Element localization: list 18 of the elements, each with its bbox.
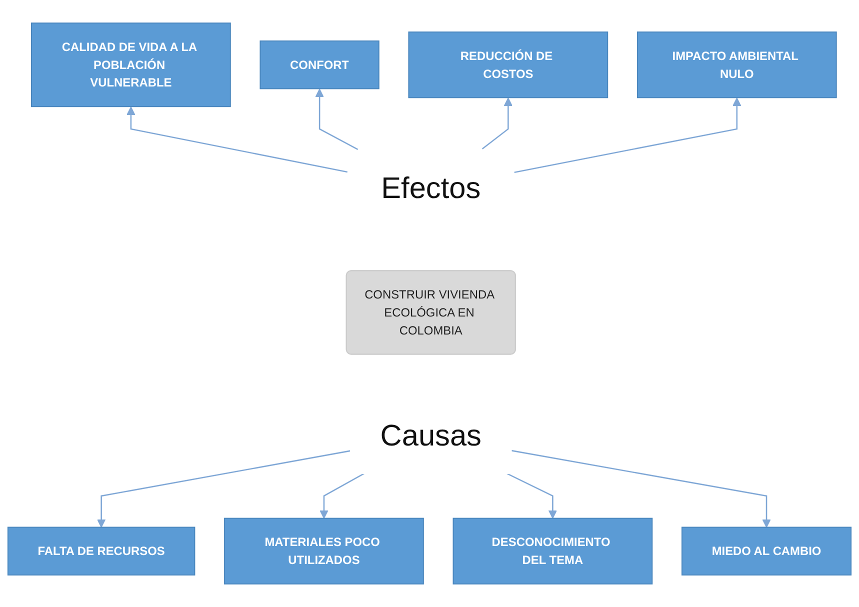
arrow: [482, 98, 513, 150]
node-box: IMPACTO AMBIENTAL NULO: [636, 32, 837, 98]
arrow: [506, 472, 558, 519]
node-text: Causas: [380, 420, 482, 453]
node-text: Efectos: [381, 172, 481, 206]
node-box: DESCONOCIMIENTO DEL TEMA: [452, 518, 653, 584]
node-box: MIEDO AL CAMBIO: [681, 526, 852, 576]
node-box: CALIDAD DE VIDA A LA POBLACIÓN VULNERABLE: [31, 22, 231, 108]
node-box: MATERIALES POCO UTILIZADOS: [224, 518, 424, 584]
node-box: CONFORT: [260, 40, 380, 90]
node-box: FALTA DE RECURSOS: [7, 526, 196, 576]
arrow: [511, 450, 771, 528]
arrow: [126, 106, 348, 173]
node-box: REDUCCIÓN DE COSTOS: [408, 32, 608, 98]
arrow: [96, 450, 351, 528]
arrow: [320, 472, 364, 519]
arrow: [514, 98, 742, 173]
arrow: [315, 88, 358, 150]
